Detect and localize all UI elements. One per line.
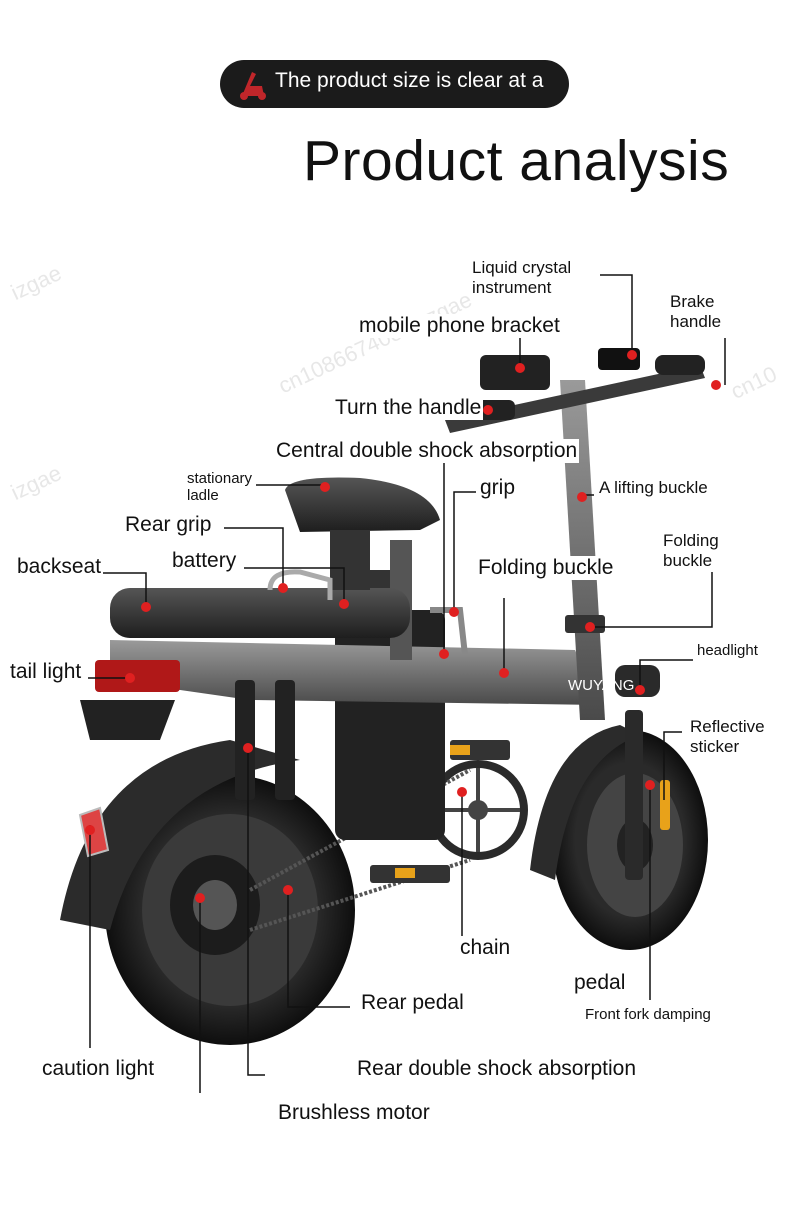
page-title: Product analysis [303,129,730,193]
label-lifting-buckle: A lifting buckle [597,478,710,498]
label-rear-shock: Rear double shock absorption [355,1057,639,1082]
front-fender [530,725,640,880]
main-frame [110,640,600,705]
label-pedal: pedal [572,971,628,996]
header-banner: The product size is clear at a [220,60,569,108]
label-lcd-instrument: Liquid crystal instrument [470,258,574,298]
phone-bracket [480,355,550,390]
label-reflective-sticker: Reflective sticker [688,717,767,757]
label-front-fork-damping: Front fork damping [583,1006,713,1024]
front-fork [625,710,643,880]
rear-seat [110,588,410,638]
label-central-shock: Central double shock absorption [274,439,580,464]
label-caution-light: caution light [40,1057,157,1082]
label-turn-handle: Turn the handle [333,396,484,421]
label-tail-light: tail light [8,660,84,685]
folding-grip [430,607,468,656]
rear-fender [60,740,300,930]
rear-shock-left [235,680,255,800]
chainring [428,760,528,860]
tail-light [95,660,180,692]
brand-plate: WUYANG [568,677,634,694]
label-phone-bracket: mobile phone bracket [357,314,562,339]
label-grip: grip [478,476,518,501]
label-folding-buckle-right: Folding buckle [661,531,721,571]
label-brake-handle: Brake handle [668,292,724,332]
label-brushless-motor: Brushless motor [276,1101,432,1126]
scooter-logo-icon [234,66,270,102]
label-rear-grip: Rear grip [123,513,214,538]
rear-wheel [105,775,355,1045]
label-rear-pedal: Rear pedal [359,991,466,1016]
label-headlight: headlight [695,642,760,660]
rear-grip-rail [267,569,333,600]
label-chain: chain [458,936,513,961]
banner-text: The product size is clear at a [275,69,544,92]
rear-shock-right [275,680,295,800]
label-battery: battery [170,549,239,574]
label-stationary-ladle: stationary ladle [185,470,255,505]
headlight-housing [615,665,660,697]
callout-dots [85,350,721,903]
steering-stem [560,380,605,720]
label-folding-buckle: Folding buckle [476,556,616,581]
label-backseat: backseat [15,555,104,580]
